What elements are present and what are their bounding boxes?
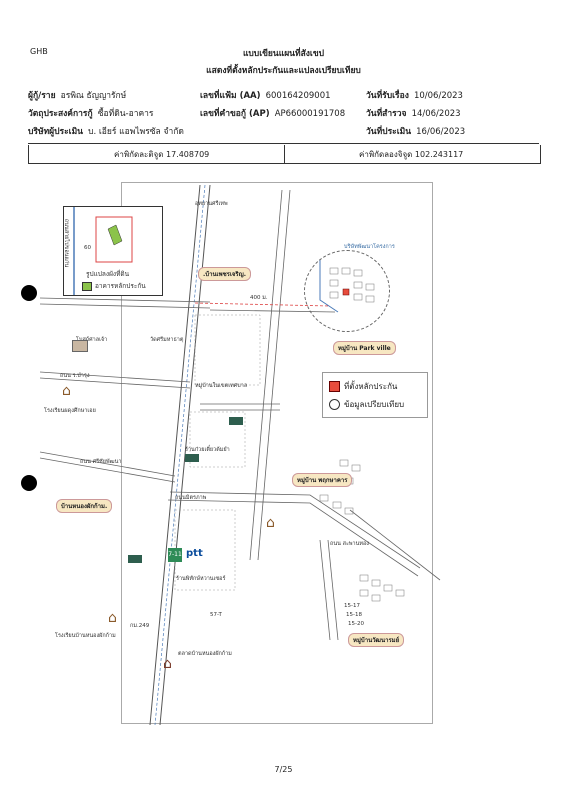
gas-label: ร้านพิทักษ์หวานเซอร์ [176, 576, 226, 582]
village-nongphakkam: บ้านหนองผักก้าม. [56, 499, 113, 513]
place-b: วัดศรีมหาธาตุ [150, 337, 184, 343]
inset-legend-plan: รูปแปลงผังที่ดิน [86, 270, 130, 278]
binder-hole [21, 285, 37, 301]
compare-swatch [329, 399, 340, 410]
binder-hole [21, 475, 37, 491]
inset-legend-building: อาคารหลักประกัน [95, 282, 146, 290]
lon-label: ค่าพิกัดลองจิจูด [359, 150, 413, 159]
school-icon: ⌂ [108, 610, 117, 626]
aa-value: 600164209001 [265, 91, 331, 101]
village-park: หมู่บ้าน Park ville [333, 341, 396, 355]
legend-compare: ข้อมูลเปรียบเทียบ [344, 400, 405, 409]
appraiser-value: บ. เอียร์ แอพไพรซัล จำกัด [88, 127, 184, 137]
shop-icon [128, 555, 142, 563]
applicant-value: อรพิณ ธัญญารักษ์ [60, 91, 127, 101]
village-chonnaphat: หมู่บ้านวัฒนารมย์ [348, 633, 405, 647]
page-subtitle: แสดงที่ตั้งหลักประกันและแปลงเปรียบเทียบ [206, 66, 361, 76]
survey-label: วันที่สำรวจ [366, 109, 407, 119]
place-f: อุทยานศรีเทพ [195, 201, 228, 207]
shop-icon [229, 417, 243, 425]
road-side1: ถนน ร.บำรุง [60, 373, 90, 379]
road-side3: ถนน สะพานทอง [330, 541, 369, 547]
appraise-value: 16/06/2023 [416, 127, 466, 137]
place-d: ร้านก๋วยเตี๋ยวต้มยำ [185, 447, 230, 453]
village-phetcharoen: .บ้านเพชรเจริญ. [198, 267, 252, 281]
collateral-swatch [329, 381, 340, 392]
school-icon: ⌂ [62, 383, 71, 399]
place-e: หมู่บ้านในเขตเทศบาล [195, 383, 248, 389]
ptt-icon: ptt [186, 548, 203, 559]
lon-value: 102.243117 [414, 150, 464, 159]
appraise-label: วันที่ประเมิน [366, 127, 412, 137]
inset-road: ถนนสายไปขอนแก่น [63, 218, 70, 268]
label-s4: 57-T [210, 612, 222, 618]
label-s2: 15-18 [346, 612, 362, 618]
site-inset: 60 ถนนสายไปขอนแก่น รูปแปลงผังที่ดิน อาคา… [63, 206, 163, 296]
inset-area: 60 [84, 245, 91, 251]
coordinates-box: ค่าพิกัดละติจูด 17.408709 ค่าพิกัดลองจิจ… [28, 145, 541, 164]
village-pruksa: หมู่บ้าน พฤกษาคาร [292, 473, 353, 487]
collateral-highlight [304, 250, 390, 332]
lat-label: ค่าพิกัดละติจูด [114, 150, 164, 159]
house-icon: ⌂ [266, 515, 275, 531]
ap-value: AP66000191708 [274, 109, 346, 119]
applicant-label: ผู้กู้/ราย [28, 91, 56, 101]
page-title: แบบเขียนแผนที่สังเขป [242, 49, 325, 59]
label-s1: 15-17 [344, 603, 360, 609]
label-s3: 15-20 [348, 621, 364, 627]
received-value: 10/06/2023 [413, 91, 463, 101]
temple-icon: ⌂ [163, 656, 172, 672]
place-a: โบสถ์ศาลเจ้า [76, 337, 108, 343]
road-side2: ถนน ศรีชัยพัฒนา [80, 459, 122, 465]
received-label: วันที่รับเรื่อง [366, 91, 409, 101]
km-label: กม.249 [130, 623, 150, 629]
project-label: บริษัทพัฒนาโครงการ [344, 244, 395, 250]
page-number: 7/25 [274, 765, 293, 774]
ap-label: เลขที่คำขอกู้ (AP) [200, 109, 270, 119]
school-1: โรงเรียนผดุงศึกษาเอย [44, 408, 96, 414]
map-legend: ที่ตั้งหลักประกัน ข้อมูลเปรียบเทียบ [322, 372, 428, 418]
shop-icon [185, 454, 199, 462]
map-frame [121, 182, 433, 724]
distance-label: 400 ม. [250, 295, 268, 301]
road-main: ถนนมิตรภาพ [175, 495, 207, 501]
purpose-label: วัตถุประสงค์การกู้ [28, 109, 93, 119]
school-2: โรงเรียนบ้านหนองผักก้าม [55, 633, 116, 639]
lat-value: 17.408709 [165, 150, 210, 159]
divider [28, 143, 539, 144]
building-icon [72, 340, 88, 352]
legend-collateral: ที่ตั้งหลักประกัน [344, 382, 398, 391]
aa-label: เลขที่แฟ้ม (AA) [200, 91, 261, 101]
appraiser-label: บริษัทผู้ประเมิน [28, 127, 83, 137]
building-swatch [82, 281, 92, 291]
survey-value: 14/06/2023 [411, 109, 461, 119]
purpose-value: ซื้อที่ดิน-อาคาร [97, 109, 154, 119]
brand-label: GHB [30, 47, 48, 56]
seven-eleven-icon: 7-11 [168, 548, 182, 562]
temple-label: ตลาดบ้านหนองผักก้าม [178, 651, 232, 657]
